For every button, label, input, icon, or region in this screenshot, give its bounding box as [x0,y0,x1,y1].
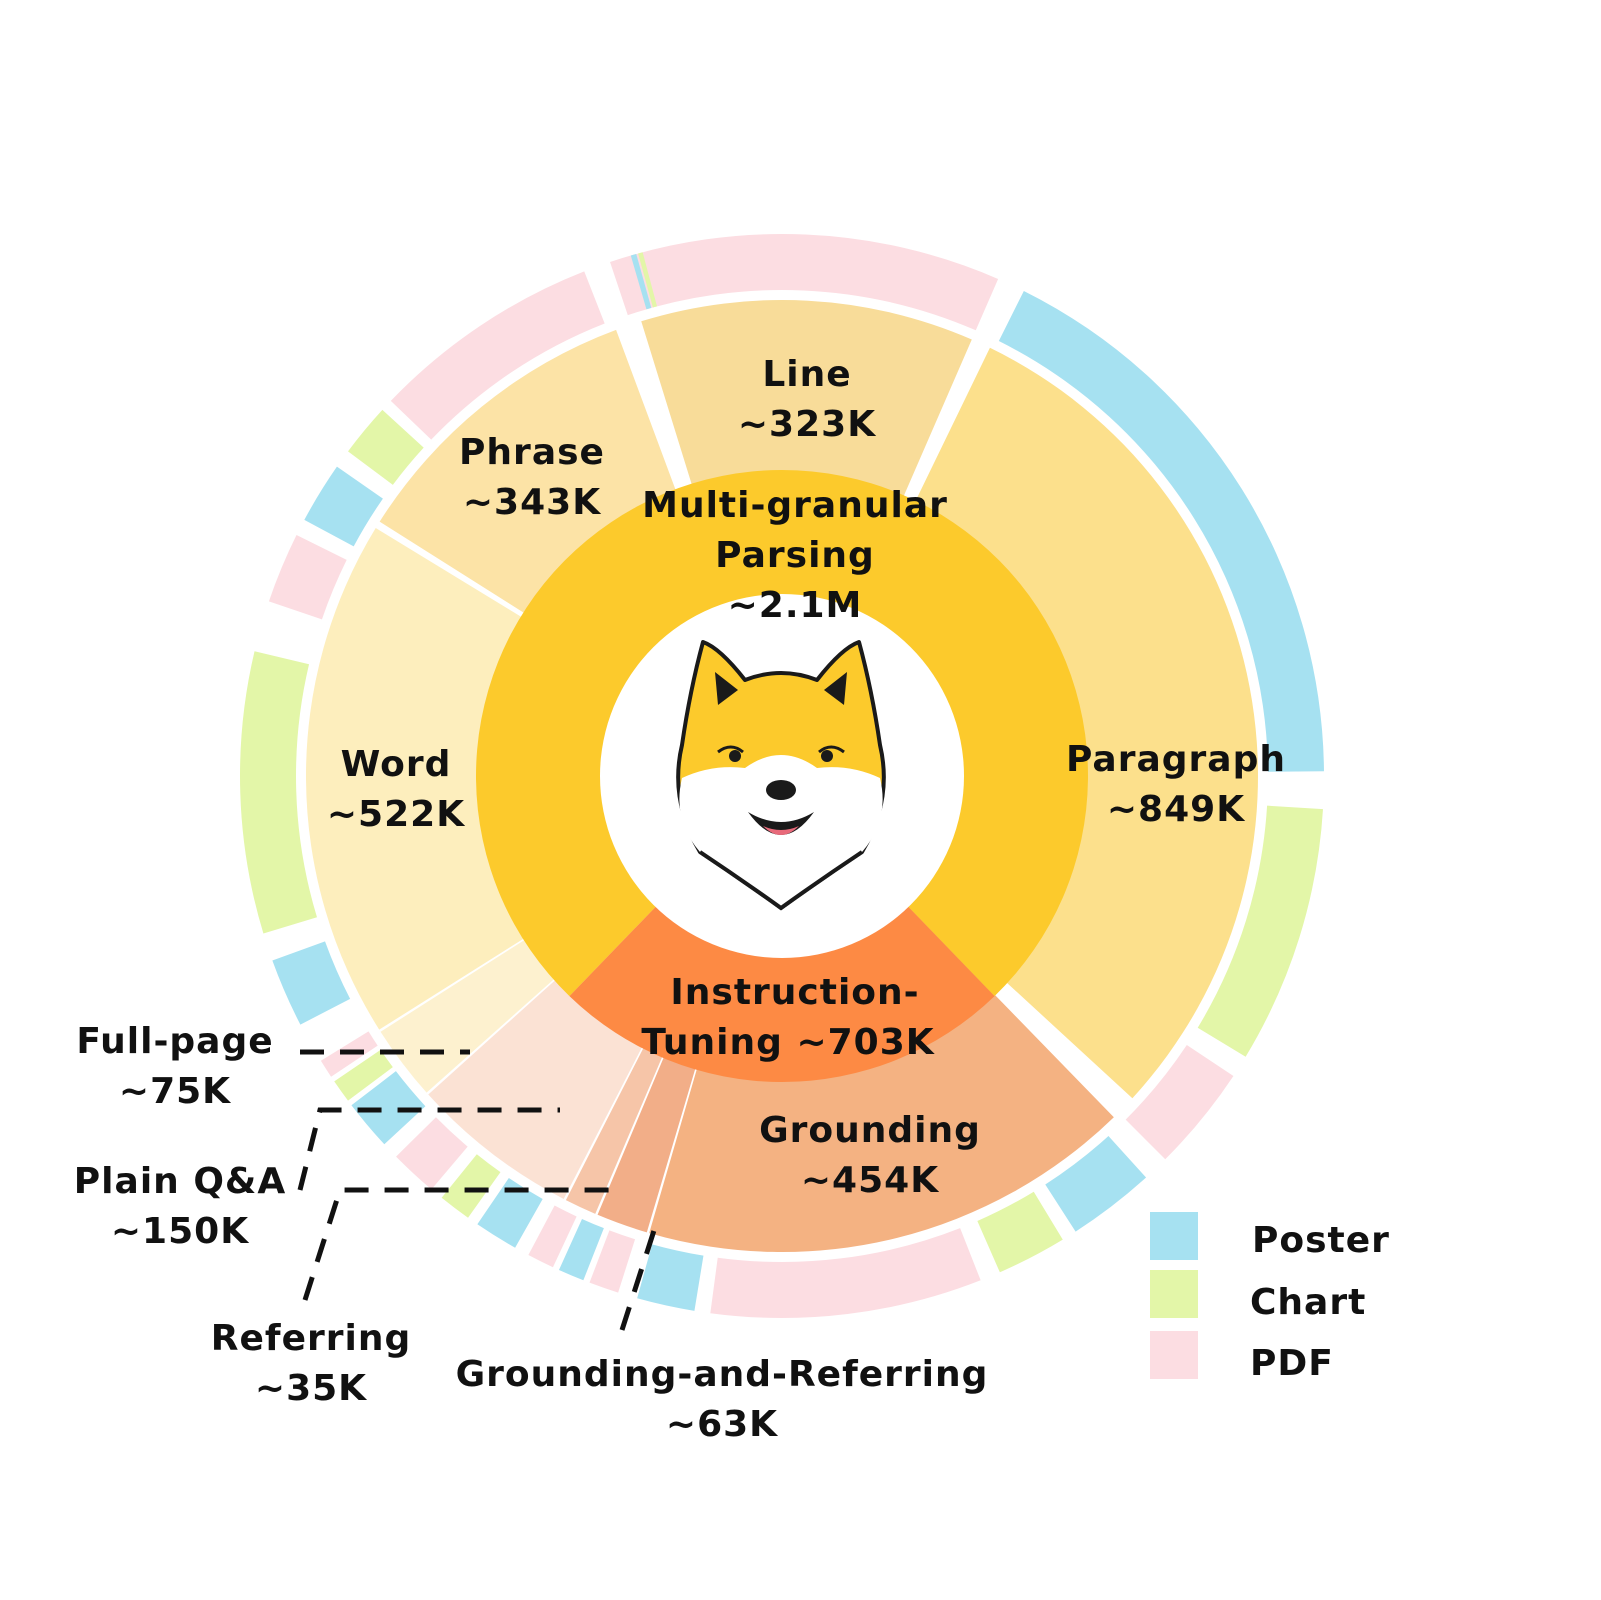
label-parsing: Parsing [715,535,875,576]
label-grounding-value: ~454K [801,1160,939,1201]
leader-plain-qa [297,1107,560,1191]
outer-segment-pdf-grounding-6 [710,1228,981,1319]
label-referring-value: ~35K [255,1368,367,1409]
label-tuning: Tuning ~703K [641,1022,934,1063]
shiba-dog-logo-icon [676,640,886,911]
outer-segment-chart-word-18 [240,651,317,934]
label-plain-qa-value: ~150K [111,1211,249,1252]
outer-segment-poster-word-20 [304,466,383,547]
label-phrase-name: Phrase [459,432,605,473]
label-paragraph-name: Paragraph [1066,739,1286,780]
segment-labels: Line ~323K Paragraph ~849K Grounding ~45… [74,354,1286,1445]
label-full-page-value: ~75K [119,1071,231,1112]
label-phrase-value: ~343K [463,482,601,523]
outer-segment-chart-grounding-5 [977,1191,1063,1273]
legend-swatch-poster [1150,1212,1198,1260]
legend-swatch-chart [1150,1270,1198,1318]
outer-segment-pdf-word-19 [268,535,347,620]
outer-segment-pdf-line-0 [610,233,999,331]
inner-segment-multi-granular-parsing [476,470,1088,997]
outer-segment-poster-full-page-14 [351,1071,426,1145]
label-instruction: Instruction- [670,972,919,1013]
legend-label-pdf: PDF [1250,1343,1334,1384]
label-word-name: Word [341,744,452,785]
legend-label-poster: Poster [1252,1220,1390,1261]
outer-segment-chart-full-page-15 [334,1049,393,1101]
outer-segment-pdf-plain-q-a-13 [396,1117,468,1190]
label-paragraph-value: ~849K [1107,789,1245,830]
outer-segment-poster-plain-q-a-11 [477,1177,543,1248]
outer-segment-poster-grounding-4 [1045,1136,1147,1232]
outer-segment-poster-referring-9 [558,1218,604,1281]
outer-segment-poster-grounding-and-referring-7 [637,1244,704,1311]
label-grounding-and-referring-name: Grounding-and-Referring [456,1354,989,1395]
label-referring-name: Referring [211,1318,411,1359]
leader-referring [302,1187,610,1301]
inner-ring [476,470,1088,1083]
outer-segment-pdf-phrase-22 [390,271,605,440]
outer-segment-poster-full-page-17 [272,941,351,1025]
outer-segment-chart-paragraph-2 [1197,805,1323,1057]
legend: Poster Chart PDF [1150,1212,1390,1384]
label-instruction-tuning-value: ~703K [796,1022,934,1063]
legend-label-chart: Chart [1250,1282,1366,1323]
leader-grounding-and-referring [619,1217,661,1331]
label-full-page-name: Full-page [76,1021,273,1062]
label-line-value: ~323K [738,404,876,445]
label-word-value: ~522K [327,794,465,835]
inner-segment-instruction-tuning [569,905,995,1083]
label-grounding-name: Grounding [759,1110,981,1151]
outer-segment-chart-plain-q-a-12 [441,1154,501,1218]
outer-segment-pdf-referring-8 [589,1230,636,1293]
label-plain-qa-name: Plain Q&A [74,1161,286,1202]
label-line-name: Line [762,354,851,395]
outer-ring [240,233,1324,1319]
outer-segment-pdf-referring-10 [528,1205,577,1268]
outer-sliver-chart [638,252,658,308]
outer-segment-pdf-paragraph-3 [1125,1044,1234,1160]
outer-segment-poster-paragraph-1 [998,290,1324,772]
legend-swatch-pdf [1150,1331,1198,1379]
label-multi-granular: Multi-granular [642,485,948,526]
outer-sliver-poster [630,253,652,310]
outer-segment-chart-word-21 [348,409,424,485]
leader-lines [297,1049,661,1331]
label-parsing-value: ~2.1M [728,585,863,626]
label-grounding-and-referring-value: ~63K [666,1404,778,1445]
